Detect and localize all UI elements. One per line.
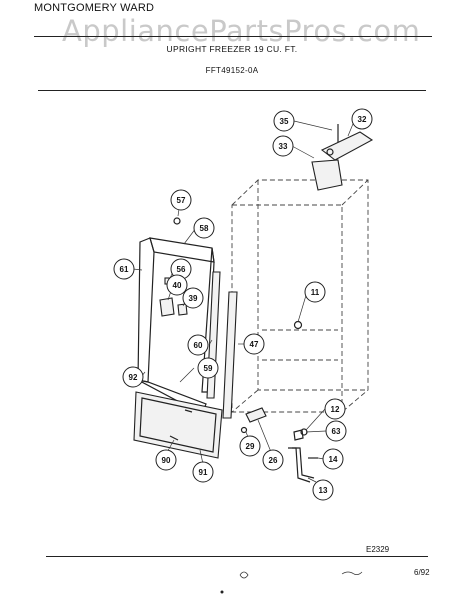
callout-13: 13 xyxy=(312,479,334,501)
door-latch-parts xyxy=(159,217,188,317)
callout-92: 92 xyxy=(122,366,144,388)
callout-33-label: 33 xyxy=(279,142,288,151)
callout-26: 26 xyxy=(262,449,284,471)
callout-90-label: 90 xyxy=(162,456,171,465)
callout-91: 91 xyxy=(192,461,214,483)
callout-39: 39 xyxy=(182,287,204,309)
callout-12-label: 12 xyxy=(331,405,340,414)
brand-name: MONTGOMERY WARD xyxy=(34,2,155,14)
callout-59-label: 59 xyxy=(204,364,213,373)
callout-47: 47 xyxy=(243,333,265,355)
callout-60-label: 60 xyxy=(194,341,203,350)
callout-56: 56 xyxy=(170,258,192,280)
callout-61-label: 61 xyxy=(120,265,129,274)
callout-32-label: 32 xyxy=(358,115,367,124)
diagram-title: UPRIGHT FREEZER 19 CU. FT. xyxy=(166,44,298,54)
handwritten-marks xyxy=(220,571,363,594)
date-code: 6/92 xyxy=(414,568,430,577)
cabinet-outline xyxy=(231,179,369,413)
callout-92-label: 92 xyxy=(129,373,138,382)
callout-32: 32 xyxy=(351,108,373,130)
model-number: FFT49152-0A xyxy=(205,66,259,75)
title-rule xyxy=(38,90,426,91)
callout-13-label: 13 xyxy=(319,486,328,495)
breaker-strips xyxy=(206,271,238,419)
callout-61: 61 xyxy=(113,258,135,280)
top-hinge-assembly xyxy=(311,124,374,191)
callout-35: 35 xyxy=(273,110,295,132)
callout-58: 58 xyxy=(193,217,215,239)
callout-29: 29 xyxy=(239,435,261,457)
callout-57-label: 57 xyxy=(177,196,186,205)
callout-39-label: 39 xyxy=(189,294,198,303)
callout-56-label: 56 xyxy=(177,265,186,274)
callout-63: 63 xyxy=(325,420,347,442)
callout-91-label: 91 xyxy=(199,468,208,477)
callout-12: 12 xyxy=(324,398,346,420)
callout-90: 90 xyxy=(155,449,177,471)
callout-60: 60 xyxy=(187,334,209,356)
callout-14: 14 xyxy=(322,448,344,470)
callout-35-label: 35 xyxy=(280,117,289,126)
callout-26-label: 26 xyxy=(269,456,278,465)
callout-33: 33 xyxy=(272,135,294,157)
callout-29-label: 29 xyxy=(246,442,255,451)
callout-11-label: 11 xyxy=(311,288,320,297)
bottom-door-panel xyxy=(133,391,223,459)
callout-57: 57 xyxy=(170,189,192,211)
callout-63-label: 63 xyxy=(332,427,341,436)
callout-59: 59 xyxy=(197,357,219,379)
lower-hardware xyxy=(240,320,318,483)
callout-14-label: 14 xyxy=(329,455,338,464)
callout-58-label: 58 xyxy=(200,224,209,233)
callout-40-label: 40 xyxy=(173,281,182,290)
header-rule xyxy=(34,36,432,37)
drawing-id: E2329 xyxy=(366,545,390,554)
footer-rule xyxy=(46,556,428,557)
callout-40: 40 xyxy=(166,274,188,296)
callout-47-label: 47 xyxy=(250,340,259,349)
callout-11: 11 xyxy=(304,281,326,303)
watermark: AppliancePartsPros.com xyxy=(62,14,421,48)
